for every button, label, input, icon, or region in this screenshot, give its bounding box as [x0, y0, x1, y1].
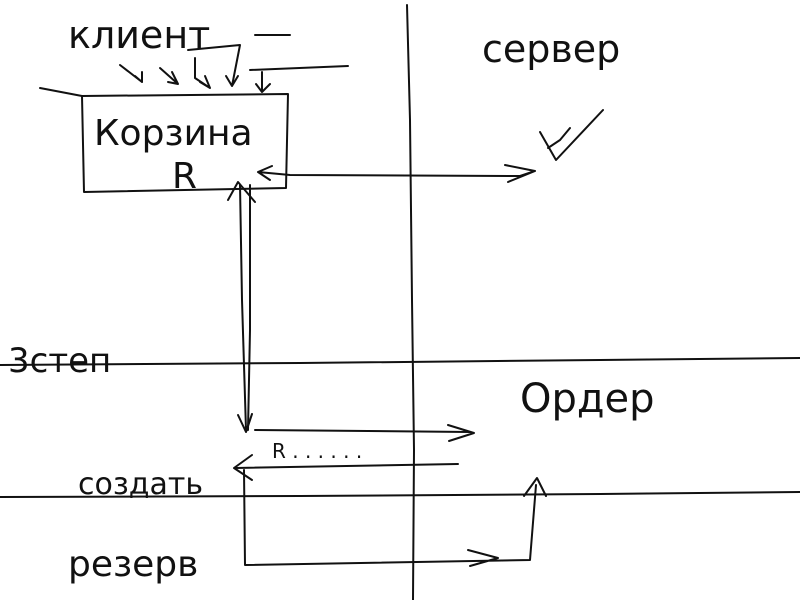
client-label: клиент: [68, 13, 210, 57]
server-check-icon: [539, 109, 604, 161]
r-line-bottom: [233, 454, 459, 481]
step3-label: 3степ: [8, 341, 111, 381]
checkout-route: [243, 469, 547, 567]
client-input-arrows: [39, 34, 349, 97]
r-line-label: R . . . . . .: [272, 439, 362, 463]
server-label: сервер: [482, 27, 620, 71]
checkout-label: резерв: [68, 544, 198, 585]
create-separator: [0, 491, 800, 498]
step3-separator: [0, 357, 800, 366]
order-label: Ордер: [520, 376, 655, 422]
basket-up-arrow: [227, 181, 256, 431]
basket-box: [81, 93, 289, 193]
basket-down-arrow: [237, 184, 253, 433]
client-server-divider: [406, 4, 415, 600]
basket-marker: R: [172, 156, 197, 197]
r-line-top: [254, 424, 475, 442]
create-label: создать: [78, 467, 203, 502]
basket-server-arrow: [257, 164, 536, 183]
basket-label: Корзина: [94, 113, 253, 154]
